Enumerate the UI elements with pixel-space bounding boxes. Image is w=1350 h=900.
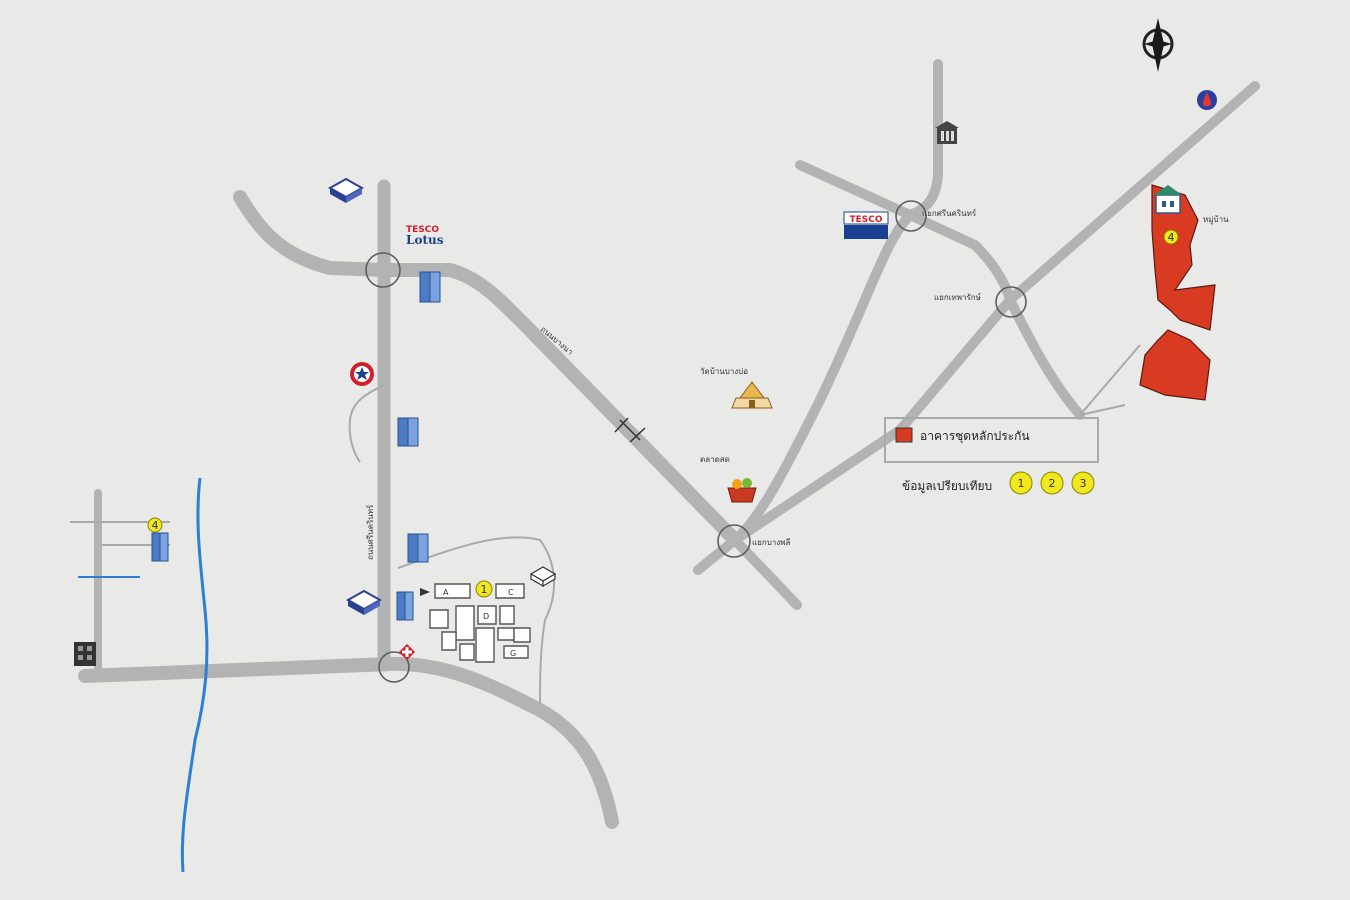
grid-block	[497, 627, 515, 641]
road-southeast-cont	[730, 535, 802, 610]
grid-block-d: D	[483, 612, 489, 621]
fuel-station-icon	[1197, 90, 1217, 110]
condo-tower-icon	[407, 533, 429, 563]
market-basket-icon	[727, 478, 757, 503]
street-box-right	[884, 417, 1099, 463]
plot-marker-a	[475, 580, 493, 598]
road-east-south	[1005, 295, 1085, 420]
river	[180, 477, 209, 873]
grid-block	[429, 609, 449, 629]
junction-east-label: แยกเทพารักษ์	[934, 292, 981, 302]
road-junction-north	[795, 160, 915, 220]
plot-marker-b-text: 4	[152, 519, 159, 532]
local-grid-blocks: A C D G	[429, 583, 531, 663]
road-label-a: ถนนศรีนครินทร์	[365, 504, 375, 560]
junction-circle-2	[895, 200, 927, 232]
subject-marker	[1163, 229, 1179, 245]
legend-project-swatch	[895, 427, 913, 443]
grid-block	[495, 583, 525, 599]
condo-tower-icon	[397, 417, 419, 447]
tesco-right-word: TESCO	[849, 215, 882, 225]
grid-block-a: A	[443, 588, 449, 597]
tesco-lotus-right-icon: TESCO Lotus	[843, 211, 889, 240]
junction-circle-5	[378, 651, 410, 683]
comparable-marker-3	[1071, 471, 1095, 495]
street-diagonal-right-2	[1079, 404, 1126, 416]
grid-block	[477, 605, 497, 625]
road-network	[78, 59, 1260, 829]
star-brand-icon	[350, 362, 374, 386]
project-plot-area: 4 หมู่บ้าน	[1139, 184, 1229, 401]
building-box-icon	[529, 566, 557, 588]
junction-circle-1	[365, 252, 401, 288]
road-east-link	[905, 210, 1015, 305]
grid-block	[499, 605, 515, 625]
hospital-cross-icon	[399, 644, 415, 660]
market-label: ตลาดสด	[700, 455, 730, 464]
building-bottom-icon	[345, 589, 383, 615]
bank-icon	[935, 121, 959, 144]
building-top-icon	[327, 177, 365, 203]
temple-label: วัดบ้านบางบ่อ	[700, 367, 748, 376]
building-dark-icon	[74, 642, 96, 666]
lotus-right-word: Lotus	[849, 227, 883, 240]
road-diagonal-highway	[730, 81, 1260, 545]
condo-tower-icon	[151, 532, 169, 562]
road-bottom-horizontal	[78, 657, 397, 683]
plot-marker-b	[147, 517, 163, 533]
legend-comparables-label: ข้อมูลเปรียบเทียบ	[902, 479, 992, 494]
legend-project-label: อาคารชุดหลักประกัน	[920, 429, 1030, 444]
pointer-arrow-icon	[420, 588, 430, 596]
street-loop-left	[348, 384, 385, 463]
grid-block	[475, 627, 495, 663]
subject-marker-text: 4	[1168, 231, 1175, 244]
junction-circle-4	[717, 524, 751, 558]
condo-tower-icon	[419, 271, 441, 303]
village-emblem-icon	[1154, 185, 1182, 214]
legend: อาคารชุดหลักประกัน ข้อมูลเปรียบเทียบ 1 2…	[895, 427, 1095, 495]
grid-block	[459, 643, 475, 661]
comparable-marker-1-text: 1	[1018, 477, 1025, 490]
grid-block	[455, 605, 475, 641]
grid-block	[513, 627, 531, 643]
village-label: หมู่บ้าน	[1203, 215, 1229, 225]
overpass-icon	[614, 417, 646, 443]
road-west-curve	[233, 190, 393, 277]
comparable-marker-1	[1009, 471, 1033, 495]
grid-block	[434, 583, 471, 599]
legend-comparable-markers: 1 2 3	[1009, 471, 1095, 495]
project-plot-south	[1139, 329, 1211, 401]
temple-icon	[731, 381, 773, 409]
plot-marker-a-text: 1	[481, 583, 488, 596]
road-northwest-east	[379, 263, 742, 547]
comparable-marker-2-text: 2	[1049, 477, 1056, 490]
tesco-lotus-left-icon: TESCO Lotus	[406, 225, 444, 247]
junction-right-label: แยกศรีนครินทร์	[922, 208, 977, 218]
project-plot-north	[1151, 184, 1216, 331]
street-diagonal-right	[1079, 344, 1141, 416]
grid-block	[441, 631, 457, 651]
local-streets	[70, 344, 1141, 706]
tesco-left-word: TESCO	[406, 225, 439, 235]
condo-tower-icon	[396, 591, 414, 621]
north-arrow-icon	[1142, 18, 1174, 72]
road-southwest-branch	[693, 535, 740, 575]
grid-block-c: C	[508, 588, 514, 597]
grid-block-g: G	[510, 649, 516, 658]
lotus-left-word: Lotus	[406, 233, 444, 247]
grid-block	[503, 645, 529, 659]
junction-low-label: แยกบางพลี	[752, 538, 790, 547]
junction-circle-3	[995, 286, 1027, 318]
comparable-marker-3-text: 3	[1080, 477, 1087, 490]
comparable-marker-2	[1040, 471, 1064, 495]
street-soi-right	[397, 536, 556, 706]
road-southeast-curve	[383, 656, 619, 829]
